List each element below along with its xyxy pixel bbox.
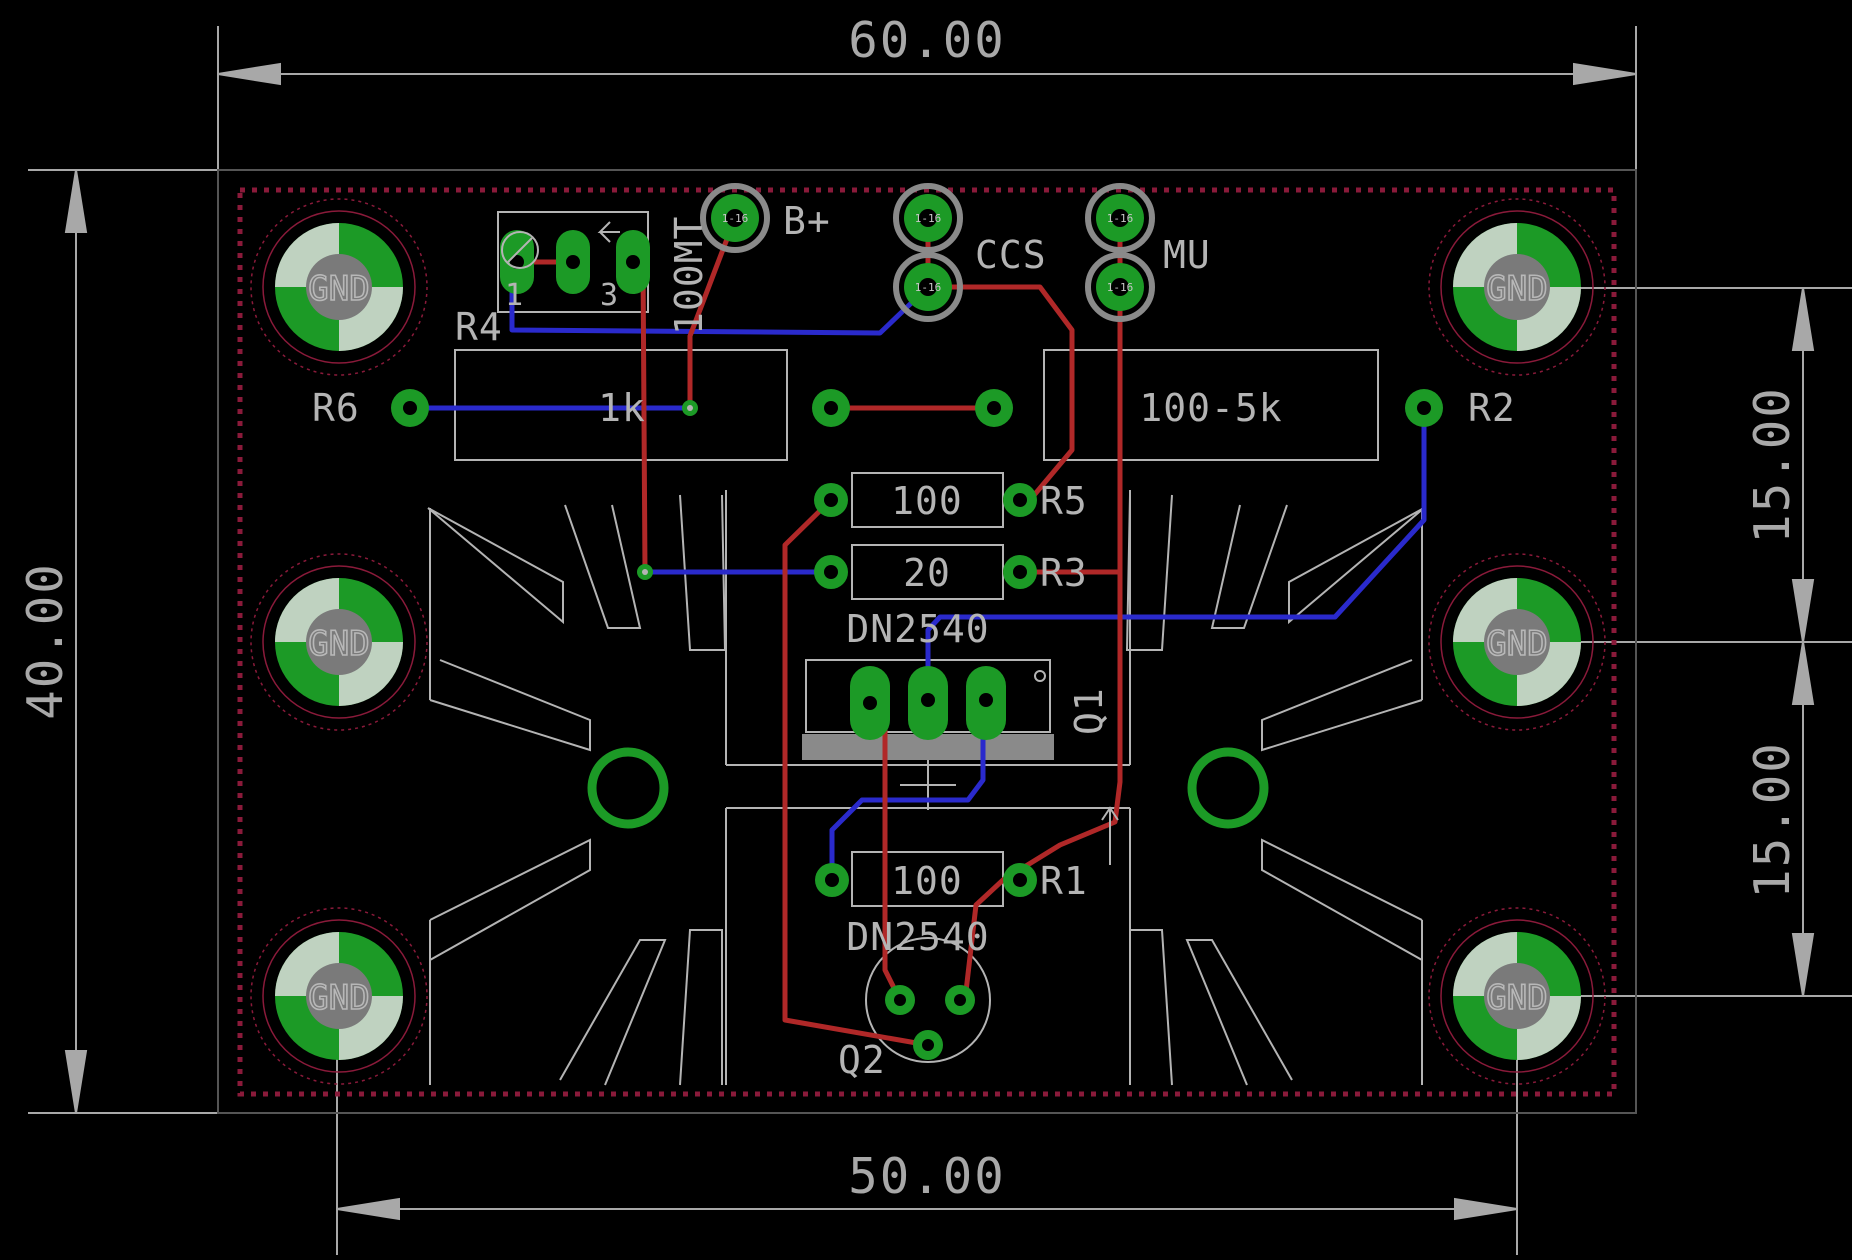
ccs-pad-bottom-marker: 1-16 xyxy=(915,281,942,294)
label-r2-value: 100-5k xyxy=(1139,386,1282,430)
top-traces xyxy=(517,217,1123,1048)
gnd-pad-mid-left xyxy=(250,553,428,731)
heatsink-hole-left xyxy=(587,747,669,829)
label-r5: R5 xyxy=(1040,479,1088,523)
through-hole-pads xyxy=(391,183,1443,1060)
label-r4-value: 100MT xyxy=(667,216,711,335)
label-r2: R2 xyxy=(1468,386,1516,430)
label-b-plus: B+ xyxy=(783,199,831,243)
mu-pad-bottom xyxy=(1085,252,1155,322)
label-mu: MU xyxy=(1163,233,1211,277)
label-r5-value: 100 xyxy=(891,479,963,523)
dimension-right-upper: 15.00 xyxy=(1744,386,1801,544)
gnd-pad-bottom-right xyxy=(1428,907,1606,1085)
r2-body xyxy=(1043,349,1379,461)
label-r1: R1 xyxy=(1040,859,1088,903)
r6-body xyxy=(454,349,788,461)
gnd-label-bottom-right: GND xyxy=(1486,978,1547,1018)
dimension-lines xyxy=(28,26,1852,1255)
label-r3-value: 20 xyxy=(903,551,951,595)
label-r1-value: 100 xyxy=(891,859,963,903)
board-keepout xyxy=(237,187,1617,1097)
dimension-right-lower: 15.00 xyxy=(1744,741,1801,899)
heatsink-hole-right xyxy=(1187,747,1269,829)
label-r3: R3 xyxy=(1040,551,1088,595)
dimension-bottom-width: 50.00 xyxy=(848,1148,1006,1205)
gnd-pad-mid-right xyxy=(1428,553,1606,731)
gnd-label-top-left: GND xyxy=(308,269,369,309)
label-r4-pin3: 3 xyxy=(600,278,619,313)
gnd-mounting-pads xyxy=(250,198,1606,1085)
mu-pad-bottom-marker: 1-16 xyxy=(1107,281,1134,294)
label-r4-pin1: 1 xyxy=(505,278,524,313)
label-q1: Q1 xyxy=(1067,687,1111,735)
ccs-pad-top xyxy=(893,183,963,253)
ccs-pad-top-marker: 1-16 xyxy=(915,212,942,225)
mu-pad-top xyxy=(1085,183,1155,253)
gnd-pad-bottom-left xyxy=(250,907,428,1085)
label-q2: Q2 xyxy=(838,1038,886,1082)
gnd-label-bottom-left: GND xyxy=(308,978,369,1018)
gnd-pad-top-right xyxy=(1428,198,1606,376)
b-plus-pad-marker: 1-16 xyxy=(722,212,749,225)
gnd-label-top-right: GND xyxy=(1486,269,1547,309)
gnd-pad-top-left xyxy=(250,198,428,376)
dimension-top-width: 60.00 xyxy=(848,12,1006,69)
mu-pad-top-marker: 1-16 xyxy=(1107,212,1134,225)
gnd-label-mid-left: GND xyxy=(308,624,369,664)
q2-body xyxy=(865,937,991,1063)
label-q2-value: DN2540 xyxy=(846,915,989,959)
dimension-left-height: 40.00 xyxy=(17,562,74,720)
trace-arrow-marker xyxy=(1101,806,1119,865)
label-r4: R4 xyxy=(455,305,503,349)
label-r6-value: 1k xyxy=(598,386,646,430)
gnd-label-mid-right: GND xyxy=(1486,624,1547,664)
label-ccs: CCS xyxy=(975,233,1047,277)
ccs-pad-bottom xyxy=(893,252,963,322)
label-q1-value: DN2540 xyxy=(846,607,989,651)
label-r6: R6 xyxy=(312,386,360,430)
b-plus-pad xyxy=(700,183,770,253)
board-outline xyxy=(217,169,1637,1114)
r4-trimmer-symbol xyxy=(501,221,620,269)
